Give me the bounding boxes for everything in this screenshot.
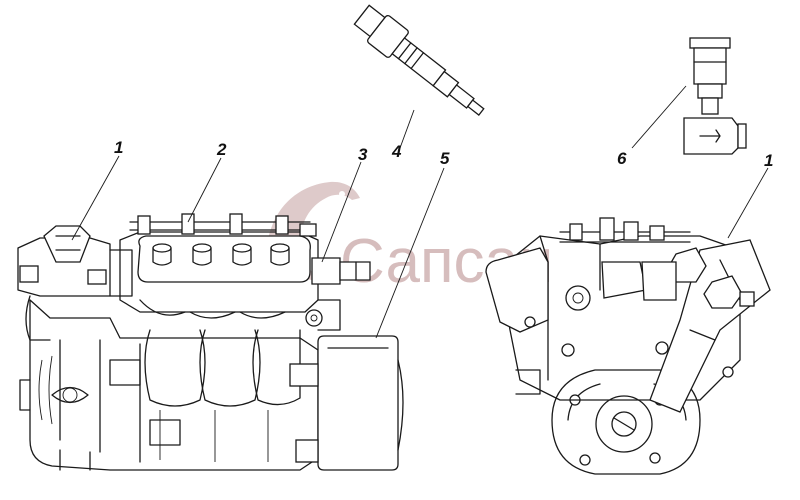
leader-1-right bbox=[727, 167, 769, 239]
injector-part-4 bbox=[353, 4, 485, 116]
callout-4: 4 bbox=[391, 142, 402, 161]
leader-4 bbox=[399, 109, 415, 149]
callout-1-left: 1 bbox=[114, 138, 123, 157]
callout-2: 2 bbox=[216, 140, 227, 159]
leader-3 bbox=[321, 161, 362, 263]
callout-3: 3 bbox=[358, 145, 368, 164]
leader-1-left bbox=[71, 155, 120, 241]
valve-part-6 bbox=[683, 37, 747, 155]
leader-lines bbox=[71, 85, 769, 339]
callout-5: 5 bbox=[440, 149, 450, 168]
injection-pump-end-view bbox=[485, 217, 771, 475]
leader-5 bbox=[375, 167, 445, 339]
leader-6 bbox=[631, 85, 687, 149]
callout-1-right: 1 bbox=[764, 151, 773, 170]
leader-2 bbox=[187, 157, 222, 223]
banjo-fittings bbox=[137, 213, 317, 237]
callout-labels: 1 2 3 4 5 6 1 bbox=[114, 138, 773, 170]
injection-pump-side-view bbox=[17, 213, 404, 471]
callout-6: 6 bbox=[617, 149, 627, 168]
delivery-valves bbox=[152, 243, 290, 266]
